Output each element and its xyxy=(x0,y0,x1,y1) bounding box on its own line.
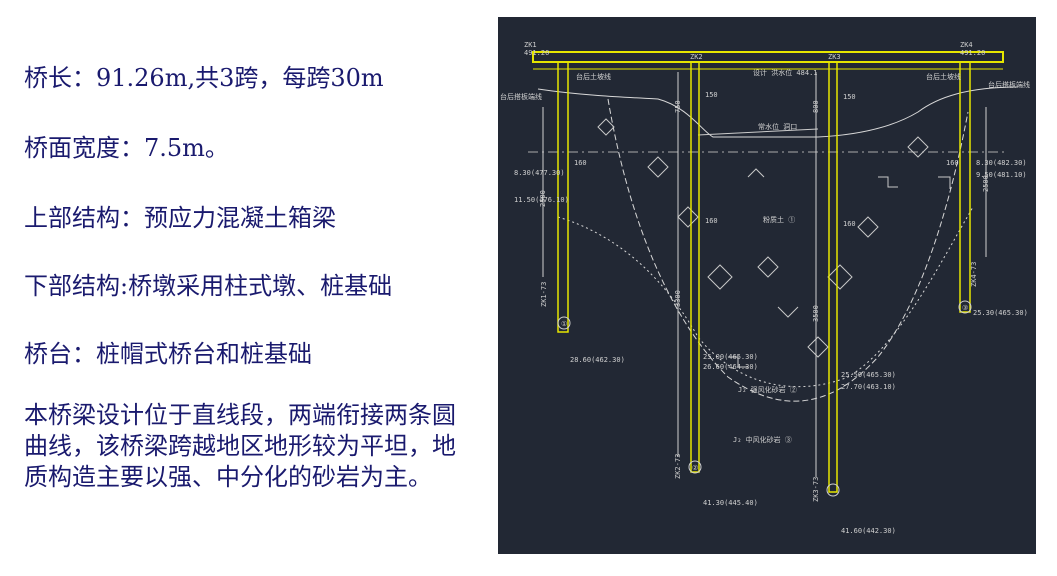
description-paragraph: 本桥梁设计位于直线段，两端衔接两条圆曲线，该桥梁跨越地区地形较为平坦，地质构造主… xyxy=(24,401,456,491)
drawing-labels: ZK1 491.20 ZK4 491.20 ZK2 ZK3 台后搭板端线 台后搭… xyxy=(500,41,1030,535)
dim-150-b: 150 xyxy=(843,93,856,101)
right-abutment-top-label: ZK4 xyxy=(960,41,973,49)
pier1-elev-1: 25.00(465.30) xyxy=(703,353,758,361)
marker-3: ③ xyxy=(962,304,968,312)
marker-2: ② xyxy=(692,464,698,472)
left-abutment-note: 台后搭板端线 xyxy=(500,92,542,101)
right-abutment-note: 台后搭板端线 xyxy=(988,80,1030,89)
pile-tag-right: ZK4-73 xyxy=(970,262,978,287)
mid-top-label: ZK2 xyxy=(690,53,703,61)
pile-tag-left: ZK1-73 xyxy=(540,282,548,307)
pile-tag-p2: ZK3-73 xyxy=(812,477,820,502)
piers-and-piles xyxy=(557,61,971,493)
left-abutment-pile xyxy=(557,61,569,333)
superstructure-text: 上部结构：预应力混凝土箱梁 xyxy=(24,204,336,232)
right-elev-2: 9.50(481.10) xyxy=(976,171,1027,179)
right-cap-note: 台后土坡线 xyxy=(926,72,961,81)
pile-tag-p1: ZK2-73 xyxy=(674,454,682,479)
right-pile-dim: 2500 xyxy=(982,175,990,192)
dim-160-b: 160 xyxy=(705,217,718,225)
pier2-dim-top: 800 xyxy=(812,100,820,113)
substructure-text: 下部结构:桥墩采用柱式墩、桩基础 xyxy=(24,272,393,300)
pier-1-pile xyxy=(690,61,700,473)
left-abutment-top-label: ZK1 xyxy=(524,41,537,49)
pier2-elev-3: 41.60(442.30) xyxy=(841,527,896,535)
left-elev-3: 28.60(462.30) xyxy=(570,356,625,364)
soil-3-label: J₂ 中风化砂岩 ③ xyxy=(733,435,792,444)
mid-top-label-2: ZK3 xyxy=(828,53,841,61)
bridge-deck xyxy=(532,51,1004,70)
abutment-text: 桥台：桩帽式桥台和桩基础 xyxy=(24,340,312,368)
dimension-lines xyxy=(542,72,987,477)
left-elev-1: 8.30(477.30) xyxy=(514,169,565,177)
soil-2-label: J₂ 强风化砂岩 ② xyxy=(738,385,797,394)
left-elev-2: 11.50(476.10) xyxy=(514,196,569,204)
pier1-elev-2: 26.60(464.30) xyxy=(703,363,758,371)
pier1-elev-3: 41.30(445.40) xyxy=(703,499,758,507)
right-elev-3: 25.30(465.30) xyxy=(973,309,1028,317)
normal-water-level-label: 常水位 洞口 xyxy=(758,122,797,131)
right-abutment-elev-label: 491.20 xyxy=(960,49,985,57)
pile-tip-markers xyxy=(557,300,972,497)
bridge-length-text: 桥长：91.26m,共3跨，每跨30m xyxy=(24,64,384,92)
pier2-elev-2: 27.70(463.10) xyxy=(841,383,896,391)
pier1-dim-top: 750 xyxy=(674,100,682,113)
left-abutment-elev-label: 491.20 xyxy=(524,49,549,57)
right-abutment-pile xyxy=(959,61,971,313)
rock-pattern xyxy=(597,118,951,368)
left-cap-note: 台后土坡线 xyxy=(576,72,611,81)
dim-160-c: 160 xyxy=(843,220,856,228)
dim-160-d: 160 xyxy=(946,159,959,167)
design-water-level-label: 设计 洪水位 484.1 xyxy=(753,68,818,77)
left-pile-dim: 2500 xyxy=(539,190,547,207)
cad-drawing-svg: ZK1 491.20 ZK4 491.20 ZK2 ZK3 台后搭板端线 台后搭… xyxy=(500,41,1030,535)
right-elev-1: 8.30(482.30) xyxy=(976,159,1027,167)
pier-2-pile xyxy=(828,61,838,493)
pier2-dim-bottom: 3500 xyxy=(812,305,820,322)
marker-1: ① xyxy=(561,320,567,328)
left-text-panel: 桥长：91.26m,共3跨，每跨30m 桥面宽度：7.5m。 上部结构：预应力混… xyxy=(24,0,494,576)
soil-1-label: 粉质土 ① xyxy=(763,215,795,224)
pier2-elev-1: 25.50(465.30) xyxy=(841,371,896,379)
bridge-elevation-drawing: ZK1 491.20 ZK4 491.20 ZK2 ZK3 台后搭板端线 台后搭… xyxy=(498,17,1036,554)
terrain-lines xyxy=(528,86,1019,402)
dim-160-a: 160 xyxy=(574,159,587,167)
pier1-dim-bottom: 3300 xyxy=(674,290,682,307)
dim-150-a: 150 xyxy=(705,91,718,99)
deck-width-text: 桥面宽度：7.5m。 xyxy=(24,134,229,162)
